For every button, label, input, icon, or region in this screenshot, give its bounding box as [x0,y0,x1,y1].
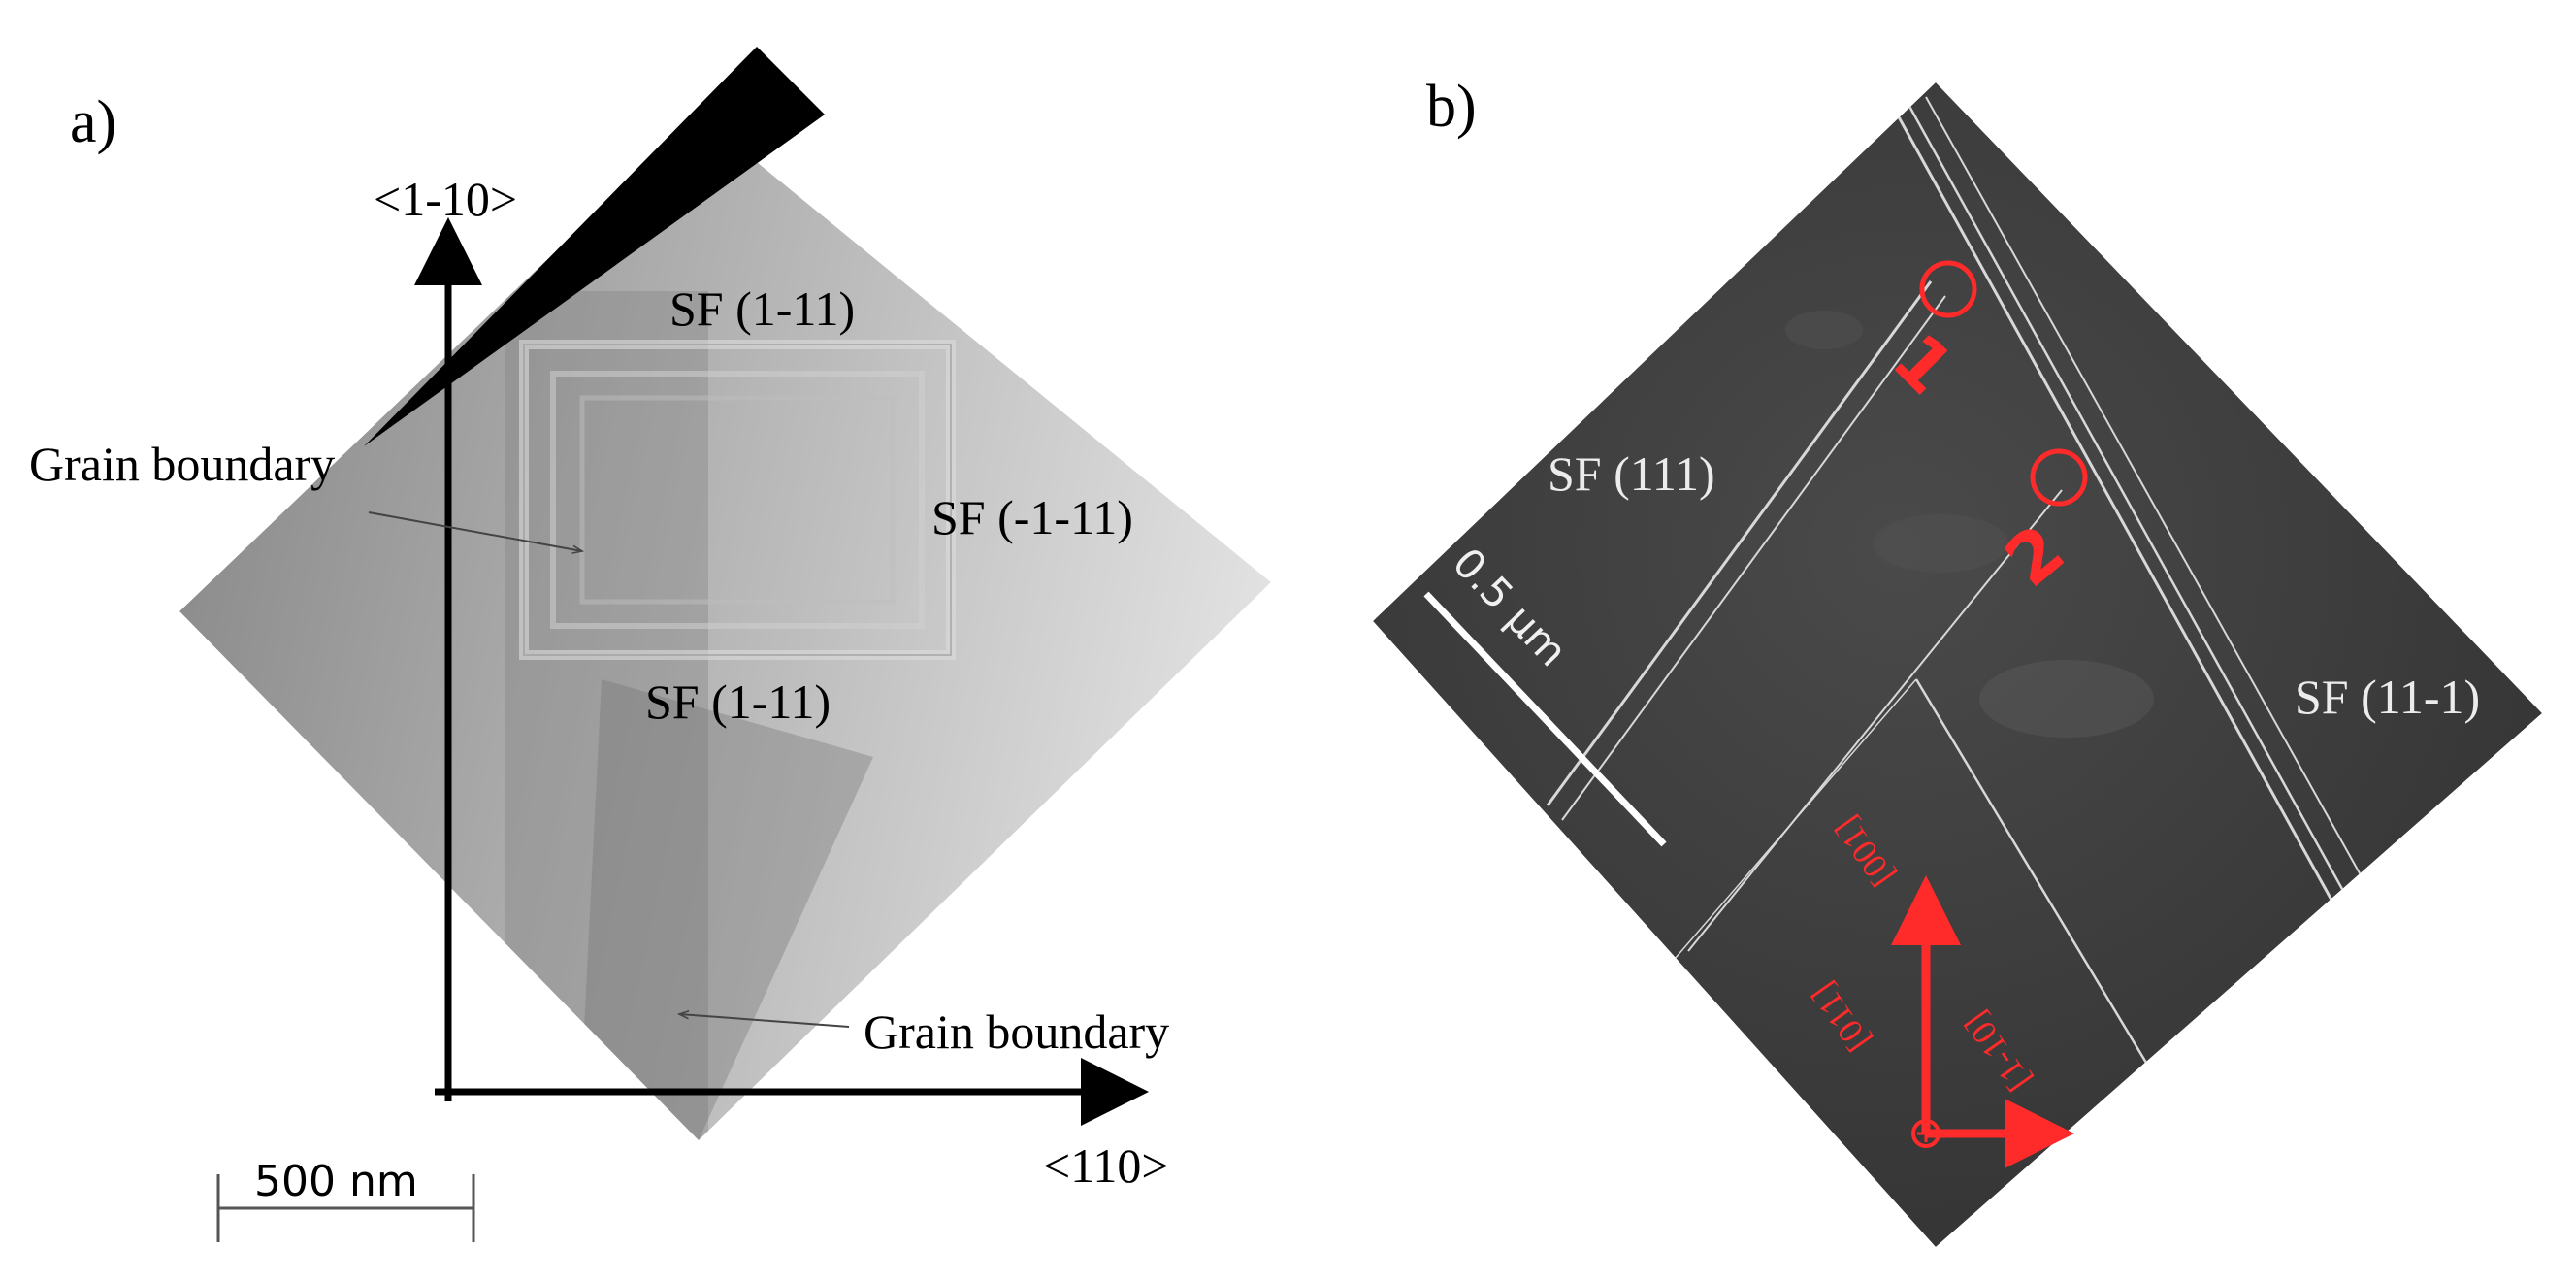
sf-top-label: SF (1-11) [669,281,855,336]
grain-boundary-left-pointer [368,511,582,551]
panel-a-label: a) [70,89,116,155]
stacking-fault-lines [1546,86,2388,1068]
panel-b-micrograph [1373,82,2542,1247]
direction-out-icon [1911,1119,1940,1148]
sf-right-label-b: SF (11-1) [2295,670,2480,724]
sf-bottom-label: SF (1-11) [645,674,831,729]
panel-a-scale-label: 500 nm [254,1157,418,1206]
grain-boundary-left-label: Grain boundary [29,437,335,491]
sf-right-label: SF (-1-11) [931,490,1133,544]
axis-horizontal-label: <110> [1043,1138,1169,1193]
grain-boundary-bottom-label: Grain boundary [864,1004,1169,1059]
sf-left-label: SF (111) [1548,446,1715,501]
grain-boundary-bottom-pointer [679,1014,850,1028]
panel-a: a) <1-10> <110> SF (1-11) SF (-1-11) SF … [29,47,1271,1242]
stacking-fault-box [519,340,956,660]
panel-b-label: b) [1426,74,1477,140]
panel-b: b) SF (111) SF (11-1) [1373,74,2542,1247]
panel-a-scale-bar: 500 nm [216,1157,475,1242]
axis-vertical-label: <1-10> [374,172,517,226]
black-wedge [364,47,825,446]
